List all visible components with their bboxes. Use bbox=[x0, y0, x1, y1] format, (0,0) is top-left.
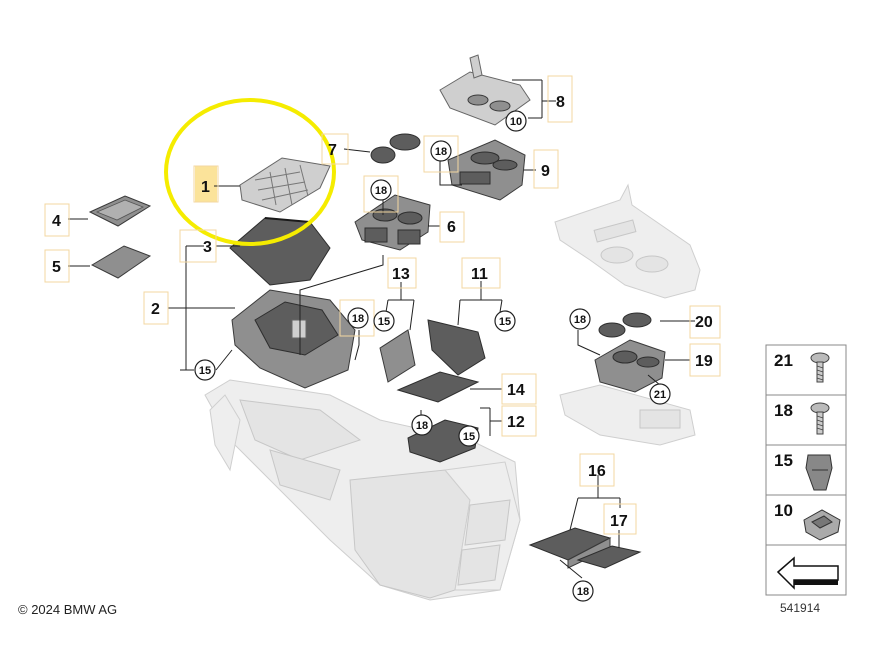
part-20-covers bbox=[598, 312, 652, 338]
trim-cover-ghost bbox=[554, 183, 701, 299]
cupholder-bracket-ghost bbox=[559, 384, 696, 446]
part-5-tray bbox=[90, 245, 152, 279]
svg-text:15: 15 bbox=[199, 365, 211, 377]
callout-20: 20 bbox=[695, 314, 713, 331]
callout-13: 13 bbox=[392, 266, 410, 283]
svg-text:21: 21 bbox=[774, 351, 793, 370]
part-19-cupholder bbox=[594, 339, 666, 393]
part-7-covers bbox=[370, 133, 421, 164]
svg-text:15: 15 bbox=[774, 451, 793, 470]
callout-16: 16 bbox=[588, 463, 606, 480]
center-console-ghost bbox=[204, 379, 521, 601]
callout-14: 14 bbox=[507, 382, 525, 399]
legend-row-21: 21 bbox=[765, 344, 847, 396]
part-14-tray bbox=[396, 371, 480, 403]
callout-9: 9 bbox=[541, 163, 550, 180]
legend-row-18: 18 bbox=[765, 394, 847, 446]
part-1-grid bbox=[239, 157, 331, 213]
highlight-ring bbox=[164, 98, 336, 246]
leader-lines bbox=[68, 79, 695, 579]
legend-row-10: 10 bbox=[765, 494, 847, 546]
spring-nut-clip-icon bbox=[805, 454, 833, 491]
part-4-mat bbox=[88, 195, 152, 227]
callout-2: 2 bbox=[151, 301, 160, 318]
callout-17: 17 bbox=[610, 513, 628, 530]
direction-arrow-icon bbox=[776, 556, 839, 590]
circled-15-d: 15 bbox=[194, 359, 216, 381]
circled-18-a: 18 bbox=[370, 179, 392, 201]
circled-18-d: 18 bbox=[411, 414, 433, 436]
svg-text:18: 18 bbox=[375, 185, 387, 197]
callout-19: 19 bbox=[695, 353, 713, 370]
svg-text:18: 18 bbox=[574, 314, 586, 326]
callout-3: 3 bbox=[203, 239, 212, 256]
callout-5: 5 bbox=[52, 259, 61, 276]
callout-11: 11 bbox=[471, 266, 488, 283]
legend-row-arrow bbox=[765, 544, 847, 596]
highlight-box bbox=[195, 166, 217, 202]
fastener-legend: 21 18 15 bbox=[765, 344, 847, 596]
diagram-id: 541914 bbox=[780, 601, 821, 615]
circled-18-b: 18 bbox=[430, 140, 452, 162]
part-2-storage-box bbox=[231, 289, 356, 389]
circled-18-e: 18 bbox=[569, 308, 591, 330]
callout-4: 4 bbox=[52, 213, 61, 230]
circled-18-c: 18 bbox=[347, 307, 369, 329]
svg-text:15: 15 bbox=[499, 316, 511, 328]
callout-1: 1 bbox=[201, 179, 210, 196]
circled-15-b: 15 bbox=[494, 310, 516, 332]
svg-text:10: 10 bbox=[510, 116, 522, 128]
part-3-lid bbox=[229, 217, 331, 286]
svg-text:18: 18 bbox=[774, 401, 793, 420]
copyright-text: © 2024 BMW AG bbox=[18, 602, 118, 617]
circled-21: 21 bbox=[649, 383, 671, 405]
svg-text:18: 18 bbox=[352, 313, 364, 325]
part-8-frame bbox=[439, 54, 531, 126]
svg-text:15: 15 bbox=[463, 431, 475, 443]
callout-12: 12 bbox=[507, 414, 525, 431]
part-17-mat bbox=[576, 545, 642, 569]
callout-boxes bbox=[44, 75, 721, 535]
clip-nut-icon bbox=[803, 509, 841, 541]
circled-10: 10 bbox=[505, 110, 527, 132]
callout-numbers: 1 2 3 4 5 6 7 8 9 11 12 13 14 16 17 19 2… bbox=[52, 94, 713, 530]
part-9-cupholder bbox=[447, 139, 526, 201]
part-11-panel bbox=[427, 319, 486, 376]
callout-8: 8 bbox=[556, 94, 565, 111]
callout-6: 6 bbox=[447, 219, 456, 236]
svg-text:10: 10 bbox=[774, 501, 793, 520]
circled-18-f: 18 bbox=[572, 580, 594, 602]
circled-15-c: 15 bbox=[458, 425, 480, 447]
screw-with-washer-icon bbox=[810, 352, 830, 383]
callout-7: 7 bbox=[328, 142, 337, 159]
part-13-panel bbox=[379, 329, 416, 383]
legend-row-15: 15 bbox=[765, 444, 847, 496]
circled-callouts: 18 18 18 18 18 18 15 15 bbox=[194, 110, 671, 602]
svg-text:18: 18 bbox=[435, 146, 447, 158]
svg-text:18: 18 bbox=[577, 586, 589, 598]
svg-text:21: 21 bbox=[654, 389, 666, 401]
svg-text:15: 15 bbox=[378, 316, 390, 328]
screw-with-washer-icon bbox=[810, 402, 830, 435]
circled-15-a: 15 bbox=[373, 310, 395, 332]
part-6-cupholder bbox=[354, 194, 431, 251]
svg-text:18: 18 bbox=[416, 420, 428, 432]
